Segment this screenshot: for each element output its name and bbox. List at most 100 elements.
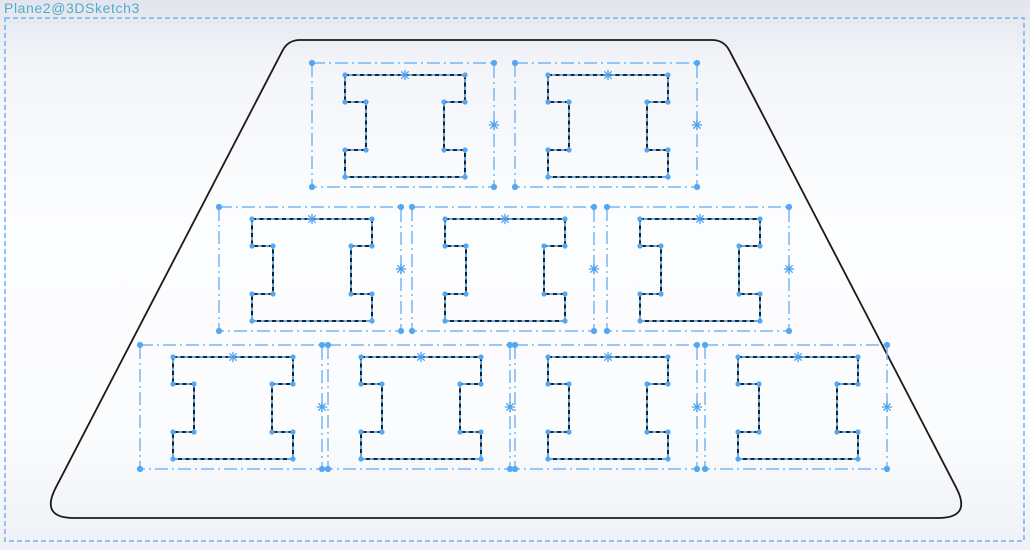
pattern-instance[interactable]: [136, 341, 328, 473]
vertex-handle[interactable]: [342, 72, 348, 78]
pattern-marker-icon[interactable]: [500, 214, 510, 224]
pattern-marker-icon[interactable]: [589, 264, 599, 274]
ibeam-profile-underlay[interactable]: [444, 218, 566, 322]
vertex-handle[interactable]: [855, 429, 861, 435]
ibeam-profile[interactable]: [737, 356, 859, 460]
vertex-handle[interactable]: [358, 456, 364, 462]
box-corner-handle[interactable]: [701, 465, 709, 473]
instance-bounding-box[interactable]: [311, 62, 495, 188]
box-corner-handle[interactable]: [136, 341, 144, 349]
vertex-handle[interactable]: [545, 354, 551, 360]
pattern-marker-icon[interactable]: [793, 352, 803, 362]
vertex-handle[interactable]: [735, 456, 741, 462]
pattern-marker-icon[interactable]: [416, 352, 426, 362]
box-corner-handle[interactable]: [324, 341, 332, 349]
vertex-handle[interactable]: [545, 72, 551, 78]
vertex-handle[interactable]: [442, 318, 448, 324]
vertex-handle[interactable]: [644, 147, 650, 153]
instance-bounding-box[interactable]: [327, 344, 511, 470]
vertex-handle[interactable]: [562, 216, 568, 222]
vertex-handle[interactable]: [855, 456, 861, 462]
vertex-handle[interactable]: [379, 429, 385, 435]
box-corner-handle[interactable]: [511, 465, 519, 473]
pattern-marker-icon[interactable]: [882, 402, 892, 412]
vertex-handle[interactable]: [665, 174, 671, 180]
vertex-handle[interactable]: [855, 354, 861, 360]
vertex-handle[interactable]: [249, 318, 255, 324]
vertex-handle[interactable]: [342, 174, 348, 180]
vertex-handle[interactable]: [478, 354, 484, 360]
vertex-handle[interactable]: [545, 147, 551, 153]
vertex-handle[interactable]: [369, 216, 375, 222]
pattern-marker-icon[interactable]: [489, 120, 499, 130]
vertex-handle[interactable]: [462, 174, 468, 180]
vertex-handle[interactable]: [562, 291, 568, 297]
vertex-handle[interactable]: [637, 216, 643, 222]
ibeam-profile[interactable]: [547, 356, 669, 460]
box-corner-handle[interactable]: [215, 327, 223, 335]
vertex-handle[interactable]: [358, 429, 364, 435]
vertex-handle[interactable]: [249, 291, 255, 297]
vertex-handle[interactable]: [757, 291, 763, 297]
pattern-marker-icon[interactable]: [307, 214, 317, 224]
box-corner-handle[interactable]: [883, 465, 891, 473]
vertex-handle[interactable]: [441, 99, 447, 105]
sheet-outline[interactable]: [50, 39, 962, 519]
vertex-handle[interactable]: [757, 243, 763, 249]
ibeam-profile-underlay[interactable]: [344, 74, 466, 178]
pattern-instance[interactable]: [511, 341, 703, 473]
vertex-handle[interactable]: [757, 318, 763, 324]
vertex-handle[interactable]: [379, 381, 385, 387]
box-corner-handle[interactable]: [506, 341, 514, 349]
vertex-handle[interactable]: [834, 429, 840, 435]
box-corner-handle[interactable]: [408, 327, 416, 335]
vertex-handle[interactable]: [249, 216, 255, 222]
plane-boundary[interactable]: [4, 17, 1025, 542]
instance-bounding-box[interactable]: [606, 206, 790, 332]
vertex-handle[interactable]: [463, 243, 469, 249]
box-corner-handle[interactable]: [215, 203, 223, 211]
pattern-instance[interactable]: [408, 203, 600, 335]
ibeam-profile[interactable]: [444, 218, 566, 322]
box-corner-handle[interactable]: [136, 465, 144, 473]
vertex-handle[interactable]: [342, 147, 348, 153]
ibeam-profile-underlay[interactable]: [737, 356, 859, 460]
instance-bounding-box[interactable]: [514, 344, 698, 470]
vertex-handle[interactable]: [665, 456, 671, 462]
vertex-handle[interactable]: [658, 291, 664, 297]
vertex-handle[interactable]: [249, 243, 255, 249]
box-corner-handle[interactable]: [603, 327, 611, 335]
pattern-marker-icon[interactable]: [695, 214, 705, 224]
vertex-handle[interactable]: [756, 429, 762, 435]
vertex-handle[interactable]: [369, 243, 375, 249]
vertex-handle[interactable]: [658, 243, 664, 249]
ibeam-profile[interactable]: [639, 218, 761, 322]
pattern-marker-icon[interactable]: [784, 264, 794, 274]
vertex-handle[interactable]: [290, 429, 296, 435]
vertex-handle[interactable]: [562, 318, 568, 324]
ibeam-profile-underlay[interactable]: [251, 218, 373, 322]
box-corner-handle[interactable]: [693, 183, 701, 191]
box-corner-handle[interactable]: [785, 327, 793, 335]
pattern-marker-icon[interactable]: [396, 264, 406, 274]
vertex-handle[interactable]: [541, 243, 547, 249]
vertex-handle[interactable]: [348, 243, 354, 249]
box-corner-handle[interactable]: [318, 341, 326, 349]
vertex-handle[interactable]: [170, 354, 176, 360]
pattern-instance[interactable]: [701, 341, 893, 473]
box-corner-handle[interactable]: [590, 327, 598, 335]
vertex-handle[interactable]: [545, 99, 551, 105]
box-corner-handle[interactable]: [397, 203, 405, 211]
box-corner-handle[interactable]: [883, 341, 891, 349]
vertex-handle[interactable]: [441, 147, 447, 153]
vertex-handle[interactable]: [442, 216, 448, 222]
box-corner-handle[interactable]: [506, 465, 514, 473]
instance-bounding-box[interactable]: [704, 344, 888, 470]
vertex-handle[interactable]: [170, 429, 176, 435]
vertex-handle[interactable]: [566, 99, 572, 105]
box-corner-handle[interactable]: [490, 183, 498, 191]
box-corner-handle[interactable]: [693, 341, 701, 349]
vertex-handle[interactable]: [756, 381, 762, 387]
